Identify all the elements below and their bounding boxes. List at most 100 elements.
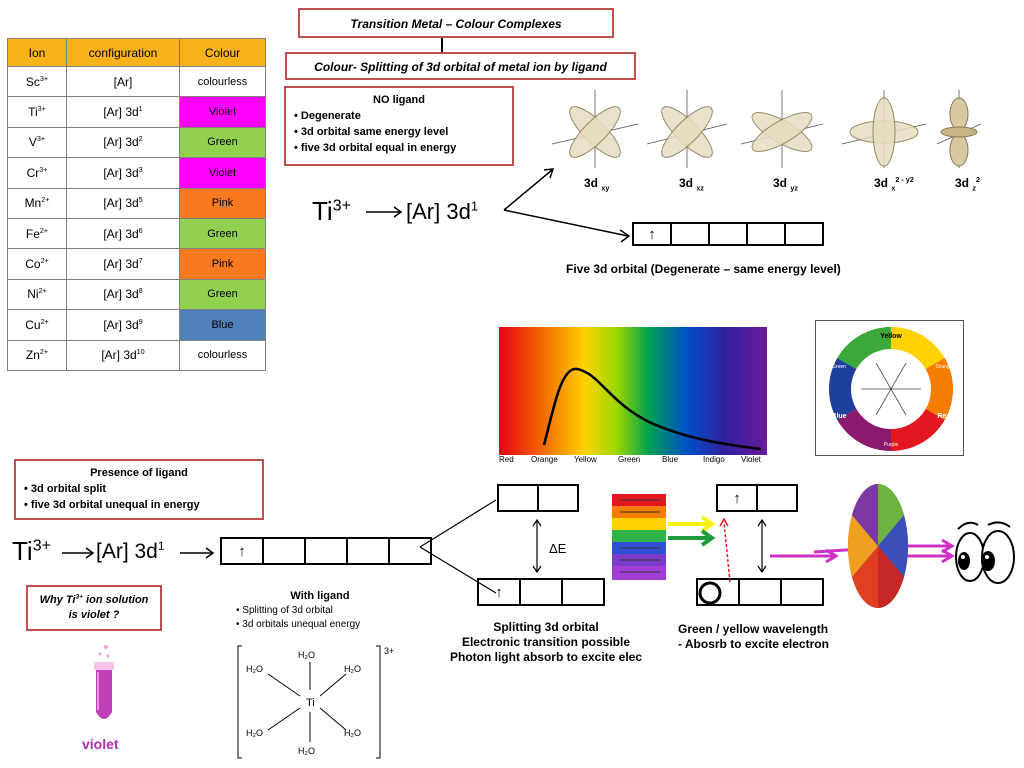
subtitle: Colour- Splitting of 3d orbital of metal… (314, 60, 607, 74)
split-lines (419, 499, 497, 594)
colour-cell: Blue (179, 309, 266, 341)
spectrum-label: Yellow (574, 455, 597, 464)
visible-spectrum (499, 327, 767, 455)
header-ion: Ion (7, 38, 67, 67)
subtitle-box: Colour- Splitting of 3d orbital of metal… (285, 52, 636, 80)
with-ligand-heading: With ligand (290, 590, 350, 602)
absorption-curve (542, 367, 762, 451)
eyes-icon (955, 521, 1015, 584)
config-cell: [Ar] 3d1 (66, 96, 180, 128)
d-orbital-shape (841, 90, 927, 168)
d-orbital-shape (740, 90, 824, 168)
svg-text:H₂O: H₂O (246, 728, 263, 738)
config-cell: [Ar] 3d9 (66, 309, 180, 341)
color-wheel-frame: Yellow Orange Red Purple Blue Green (815, 320, 964, 456)
config-cell: [Ar] 3d6 (66, 217, 180, 250)
orbital-box (738, 578, 782, 606)
orbital-label: 3d x2 - y2 (874, 175, 914, 193)
orbital-box (304, 537, 348, 565)
orbital-label: 3d xy (584, 176, 610, 193)
ti-config-top-value: [Ar] 3d1 (406, 198, 479, 224)
d-orbital-shape (551, 90, 639, 168)
orbital-box: ↑ (716, 484, 758, 512)
no-ligand-heading: NO ligand (373, 94, 425, 106)
ti-config-top: Ti3+ (312, 196, 351, 226)
no-ligand-bullet: • 3d orbital same energy level (294, 126, 449, 138)
svg-text:H₂O: H₂O (344, 728, 361, 738)
orbital-label: 3d xz (679, 176, 704, 193)
config-arrow-bottom (62, 547, 95, 559)
no-ligand-box: NO ligand • Degenerate • 3d orbital same… (284, 86, 514, 166)
no-ligand-bullet: • Degenerate (294, 110, 361, 122)
orbital-box (746, 222, 786, 246)
table-row: Sc3+[Ar]colourless (7, 65, 266, 98)
ion-cell: Co2+ (7, 248, 67, 280)
config-cell: [Ar] 3d8 (66, 278, 180, 311)
delta-e-label: ΔE (549, 541, 567, 556)
header-colour: Colour (179, 38, 266, 67)
ion-colour-table: Ion configuration Colour Sc3+[Ar]colourl… (7, 38, 266, 371)
svg-text:Ti: Ti (306, 697, 315, 709)
colour-cell: Green (179, 217, 266, 250)
excited-lower-orbitals (696, 578, 824, 606)
why-violet-box: Why Ti3+ ion solution is violet ? (26, 585, 162, 631)
orbital-box (262, 537, 306, 565)
violet-label: violet (82, 736, 119, 752)
orbital-label: 3d yz (773, 176, 798, 193)
table-header-row: Ion configuration Colour (7, 38, 266, 67)
config-cell: [Ar] 3d7 (66, 248, 180, 280)
why-question: Why Ti3+ ion solution is violet ? (39, 593, 149, 621)
colour-cell: Green (179, 126, 266, 159)
orbital-box (537, 484, 579, 512)
electron-vacancy-icon (698, 581, 722, 605)
delta-e-arrow (532, 518, 542, 574)
colour-cell: colourless (179, 65, 266, 98)
d-orbital-shape (936, 90, 982, 168)
excitation-arrow (719, 517, 731, 583)
ion-cell: Cu2+ (7, 309, 67, 341)
ligand-bullet: • five 3d orbital unequal in energy (24, 499, 200, 511)
config-cell: [Ar] 3d10 (66, 339, 180, 371)
orbital-box (784, 222, 824, 246)
ti-config-bottom-value: [Ar] 3d1 (96, 539, 165, 563)
orbital-boxes-bottom: ↑ (220, 537, 432, 565)
orbital-box (708, 222, 748, 246)
spectrum-label: Red (499, 455, 514, 464)
orbital-box (497, 484, 539, 512)
config-cell: [Ar] (66, 65, 180, 98)
ion-cell: Cr3+ (7, 157, 67, 189)
with-ligand-bullet: • Splitting of 3d orbital (236, 605, 333, 616)
spectrum-label: Blue (662, 455, 679, 464)
energy-gap-arrow (757, 518, 767, 574)
config-cell: [Ar] 3d5 (66, 187, 180, 219)
absorbing-disc (847, 484, 909, 608)
svg-text:Yellow: Yellow (880, 333, 902, 340)
orbital-box: ↑ (477, 578, 521, 606)
colour-cell: Pink (179, 187, 266, 219)
ion-cell: Sc3+ (7, 65, 67, 98)
colour-cell: Green (179, 278, 266, 311)
svg-text:H₂O: H₂O (298, 650, 315, 660)
colour-cell: Violet (179, 157, 266, 189)
ti-aqua-complex: 3+ Ti H₂O H₂O H₂O H₂O H₂O H₂O (237, 645, 394, 759)
title-box: Transition Metal – Colour Complexes (298, 8, 614, 38)
lower-split-orbitals: ↑ (477, 578, 605, 606)
spectrum-label: Indigo (703, 455, 725, 464)
ti-config-bottom: Ti3+ (12, 536, 51, 566)
spectrum-label: Orange (531, 455, 558, 464)
absorb-caption: Green / yellow wavelength - Abosrb to ex… (678, 622, 829, 651)
svg-text:Orange: Orange (936, 364, 953, 370)
ion-cell: V3+ (7, 126, 67, 159)
orbital-box (561, 578, 605, 606)
orbital-box (388, 537, 432, 565)
with-ligand-bullet: • 3d orbitals unequal energy (236, 619, 361, 630)
colour-cell: Violet (179, 96, 266, 128)
orbital-box (780, 578, 824, 606)
svg-text:3+: 3+ (384, 646, 394, 656)
